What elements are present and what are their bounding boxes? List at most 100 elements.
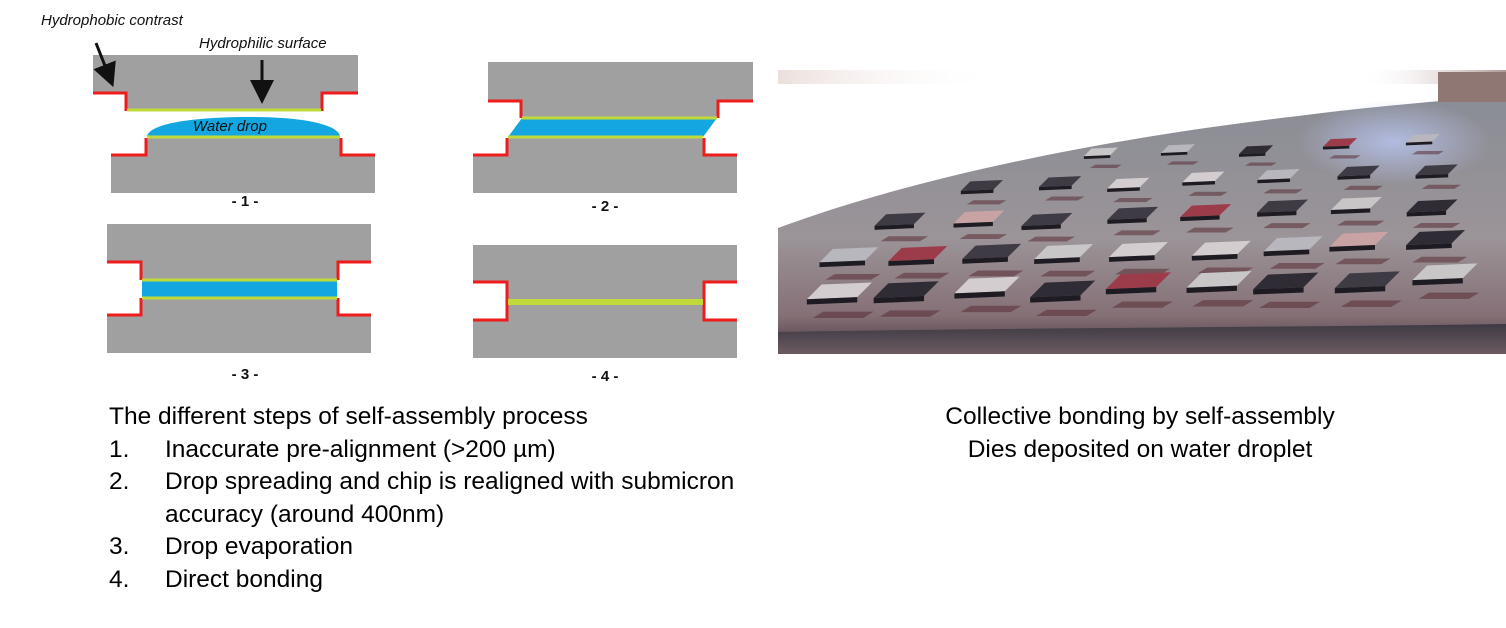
die (1329, 231, 1389, 247)
die (1406, 229, 1466, 246)
die-edge (1191, 254, 1238, 261)
die (1322, 138, 1358, 147)
step-2-label: - 2 - (592, 198, 619, 215)
die (888, 245, 948, 262)
die (1021, 212, 1073, 227)
self-assembly-wafer-photo (778, 66, 1506, 354)
step-2-top-hydrophobic-left (488, 99, 523, 118)
die-shadow (1418, 292, 1480, 299)
step-1-bottom-hydrophobic-right (339, 138, 375, 157)
die (1182, 171, 1225, 183)
step-4-label: - 4 - (592, 368, 619, 385)
self-assembly-steps-diagram: Hydrophobic contrast Hydrophilic surface… (41, 12, 753, 385)
die-edge (1030, 295, 1081, 303)
die-shadow (960, 305, 1022, 313)
hydrophobic-arrow (93, 42, 116, 88)
die-shadow (966, 200, 1007, 205)
step-3-top-hydrophobic-left (107, 260, 143, 280)
die-shadow (879, 310, 941, 317)
step-4-diagram: - 4 - (473, 245, 737, 385)
die-shadow (1328, 155, 1361, 159)
die-edge (1021, 224, 1061, 231)
die (1083, 147, 1118, 157)
process-step-number: 2. (109, 468, 130, 495)
die (962, 243, 1022, 259)
die-shadow (1421, 184, 1461, 189)
die (819, 247, 879, 263)
die-shadow (1244, 162, 1277, 166)
die (874, 212, 926, 226)
step-1-water-drop (147, 117, 340, 136)
die-edge (962, 257, 1008, 264)
die-edge (1105, 286, 1157, 295)
step-3-diagram: - 3 - (107, 224, 371, 383)
process-steps-title: The different steps of self-assembly pro… (109, 403, 588, 430)
die-shadow (1336, 220, 1385, 226)
die-shadow (1269, 263, 1325, 269)
step-3-bottom-hydrophobic-right (336, 298, 371, 317)
die-edge (806, 297, 858, 305)
die-edge (1238, 153, 1266, 157)
process-step-text: Direct bonding (165, 565, 323, 593)
die-shadow (1113, 198, 1153, 203)
step-2-top-hydrophobic-right (716, 99, 753, 118)
hydrophilic-surface-label: Hydrophilic surface (199, 35, 327, 52)
die (806, 282, 872, 300)
die-shadow (1343, 185, 1383, 190)
die (1405, 133, 1440, 143)
step-3-top-chip (107, 224, 371, 280)
die-edge (1253, 287, 1304, 295)
step-1-top-hydrophobic-right (320, 91, 358, 111)
die-shadow (1412, 256, 1468, 263)
die-edge (1406, 210, 1447, 217)
die-shadow (1027, 236, 1076, 242)
die (953, 210, 1005, 224)
process-step-text: Inaccurate pre-alignment (>200 µm) (165, 435, 556, 463)
die-edge (1107, 218, 1147, 224)
die-shadow (1113, 230, 1161, 236)
die-edge (1107, 187, 1140, 192)
die (1330, 196, 1382, 211)
die (1180, 203, 1232, 218)
die-shadow (1263, 189, 1303, 194)
step-2-diagram: - 2 - (473, 62, 753, 215)
die-edge (1180, 215, 1220, 222)
die-shadow (894, 272, 950, 279)
die-shadow (1411, 151, 1444, 155)
die (1412, 263, 1478, 281)
dies-array (806, 133, 1480, 318)
die (960, 179, 1003, 191)
die-shadow (880, 236, 929, 242)
die (1334, 271, 1400, 289)
die (954, 276, 1020, 294)
process-steps-list: 1. Inaccurate pre-alignment (>200 µm) 2.… (109, 434, 749, 597)
process-step-number: 3. (109, 533, 130, 560)
step-1-top-hydrophobic-left (93, 91, 128, 111)
die-edge (1405, 141, 1433, 146)
step-1-bottom-hydrophobic-left (111, 138, 148, 157)
process-step-item: 4. Direct bonding (109, 564, 749, 597)
die-shadow (1192, 300, 1254, 307)
die-edge (953, 221, 993, 228)
die-shadow (1036, 309, 1098, 317)
die (1105, 272, 1171, 290)
die-shadow (1166, 161, 1199, 165)
die-shadow (1259, 301, 1321, 308)
die-shadow (968, 270, 1024, 277)
die-edge (873, 295, 925, 304)
die-edge (1160, 151, 1188, 156)
die-edge (1329, 245, 1376, 252)
step-2-bottom-substrate (473, 137, 737, 193)
die (1034, 244, 1094, 260)
die (1191, 240, 1251, 256)
step-3-bottom-substrate (107, 298, 371, 353)
die (1238, 145, 1274, 155)
die-shadow (959, 234, 1008, 239)
die-edge (874, 224, 914, 230)
die (1107, 206, 1159, 220)
process-step-text: Drop evaporation (165, 533, 353, 560)
step-2-bottom-hydrophobic-right (702, 138, 737, 157)
photo-caption-line-1: Collective bonding by self-assembly (945, 403, 1335, 430)
die-edge (1257, 178, 1291, 184)
wafer-edge (778, 324, 1506, 354)
